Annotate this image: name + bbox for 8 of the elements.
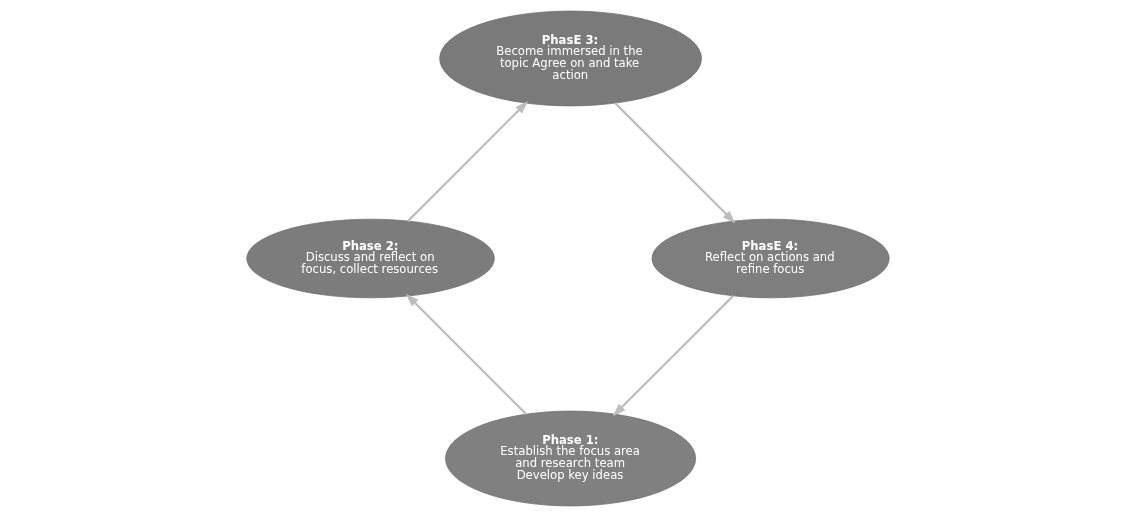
node-ellipse: Phase 2: Discuss and reflect on focus, collect resources (245, 218, 495, 299)
node-ellipse: PhasE 4: Reflect on actions and refine focus (651, 218, 890, 299)
node-ellipse: Phase 1: Establish the focus area and research team Develop key ideas (444, 410, 696, 507)
arrow (613, 102, 735, 224)
node-ellipse: PhasE 3: Become immersed in the topic Agree on and take action (438, 10, 702, 107)
arrow (612, 295, 734, 417)
arrow (405, 293, 527, 415)
arrow (406, 101, 528, 222)
